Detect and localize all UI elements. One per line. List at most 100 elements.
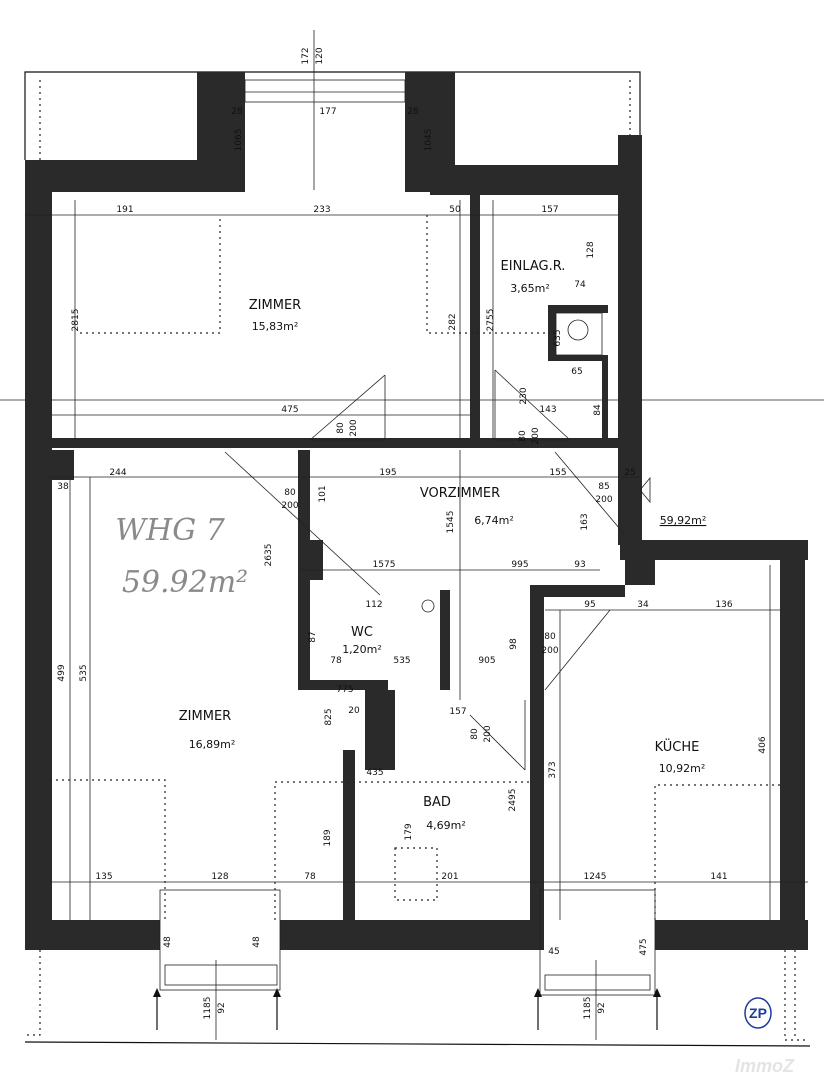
dim-label: 244	[109, 468, 126, 478]
door-swings	[224, 369, 626, 771]
room-area: 4,69m²	[426, 819, 466, 832]
room-area: 10,92m²	[659, 762, 706, 775]
dim-label: 189	[323, 829, 333, 846]
dim-label: 179	[404, 823, 414, 840]
dim-label: 535	[393, 656, 410, 666]
dim-label: 435	[366, 768, 383, 778]
dim-label: 157	[541, 205, 558, 215]
room-name: ZIMMER	[179, 709, 231, 724]
dim-label: 191	[116, 205, 133, 215]
dim-label: 2755	[486, 309, 496, 332]
room-name: WC	[351, 625, 373, 640]
room-einlag: EINLAG.R. 3,65m²	[501, 259, 566, 295]
dimension-lines	[25, 30, 808, 1040]
dim-label: 78	[304, 872, 316, 882]
dim-label: 177	[319, 107, 336, 117]
dim-label: 136	[715, 600, 732, 610]
dim-label: 20	[348, 706, 360, 716]
dim-label: 101	[318, 485, 328, 502]
dim-label: 200	[595, 495, 612, 505]
dim-label: 38	[57, 482, 69, 492]
dim-label: 775	[336, 685, 353, 695]
section-arrows-icon	[153, 988, 661, 1030]
dim-label: 475	[639, 938, 649, 955]
zp-logo: ZP	[744, 997, 772, 1029]
dim-label: 1575	[373, 560, 396, 570]
dim-label: 201	[441, 872, 458, 882]
logo-text: ZP	[749, 1005, 767, 1021]
dim-label: 80	[284, 488, 296, 498]
dim-label: 233	[313, 205, 330, 215]
room-name: EINLAG.R.	[501, 259, 566, 274]
dim-label: 1185	[203, 997, 213, 1020]
dim-label: 1185	[583, 997, 593, 1020]
room-name: VORZIMMER	[420, 486, 500, 501]
room-area: 16,89m²	[189, 738, 236, 751]
dim-label: 80	[470, 728, 480, 740]
room-wc: WC 1,20m²	[342, 625, 382, 656]
dim-label: 65	[571, 367, 582, 377]
room-area: 3,65m²	[510, 282, 550, 295]
room-area: 15,83m²	[252, 320, 299, 333]
dim-label: 200	[483, 725, 493, 742]
dim-label: 80	[336, 422, 346, 434]
dim-label: 1045	[424, 129, 434, 152]
room-area: 1,20m²	[342, 643, 382, 656]
dim-label: 200	[281, 501, 298, 511]
dim-label: 1245	[584, 872, 607, 882]
dim-label: 2815	[71, 309, 81, 332]
dim-label: 50	[449, 205, 461, 215]
dim-label: 2635	[264, 544, 274, 567]
dim-label: 98	[509, 638, 519, 650]
dim-label: 93	[574, 560, 585, 570]
dim-label: 74	[574, 280, 586, 290]
dim-label: 172	[301, 47, 311, 64]
dim-label: 535	[79, 664, 89, 681]
dim-label: 92	[217, 1002, 227, 1013]
dim-label: 95	[584, 600, 595, 610]
dim-label: 1545	[446, 511, 456, 534]
dimension-labels: 172 120 28 177 28 1065 1045 191 233 50 1…	[57, 47, 768, 1019]
dim-label: 34	[637, 600, 649, 610]
room-zimmer-1: ZIMMER 15,83m²	[249, 298, 301, 333]
room-kueche: KÜCHE 10,92m²	[655, 738, 706, 775]
dim-label: 230	[519, 387, 529, 404]
dim-label: 28	[407, 107, 419, 117]
dim-label: 163	[580, 513, 590, 530]
dim-label: 120	[315, 47, 325, 64]
dim-label: 2495	[508, 789, 518, 812]
dim-label: 48	[163, 936, 173, 948]
dim-label: 28	[231, 107, 243, 117]
dim-label: 141	[710, 872, 727, 882]
dim-label: 1065	[234, 129, 244, 152]
dim-label: 157	[449, 707, 466, 717]
room-name: ZIMMER	[249, 298, 301, 313]
room-area: 6,74m²	[474, 514, 514, 527]
dim-label: 635	[553, 329, 563, 346]
dim-label: 45	[548, 947, 559, 957]
dim-label: 92	[597, 1002, 607, 1013]
dim-label: 200	[531, 427, 541, 444]
dim-label: 87	[308, 631, 318, 642]
dim-label: 25	[624, 468, 635, 478]
dim-label: 905	[478, 656, 495, 666]
dim-label: 195	[379, 468, 396, 478]
room-name: BAD	[423, 795, 451, 810]
handwritten-area: 59.92m²	[122, 565, 248, 600]
dim-label: 995	[511, 560, 528, 570]
room-zimmer-2: ZIMMER 16,89m²	[179, 709, 236, 751]
dim-label: 499	[57, 664, 67, 681]
dim-label: 85	[598, 482, 609, 492]
handwritten-unit: WHG 7	[115, 513, 225, 548]
dim-label: 200	[541, 646, 558, 656]
total-area: 59,92m²	[660, 514, 707, 527]
room-name: KÜCHE	[655, 738, 700, 755]
dim-label: 200	[349, 419, 359, 436]
dim-label: 128	[211, 872, 228, 882]
dim-label: 48	[252, 936, 262, 948]
dim-label: 825	[324, 708, 334, 725]
dim-label: 84	[593, 404, 603, 416]
windows	[159, 79, 656, 996]
dim-label: 112	[365, 600, 382, 610]
